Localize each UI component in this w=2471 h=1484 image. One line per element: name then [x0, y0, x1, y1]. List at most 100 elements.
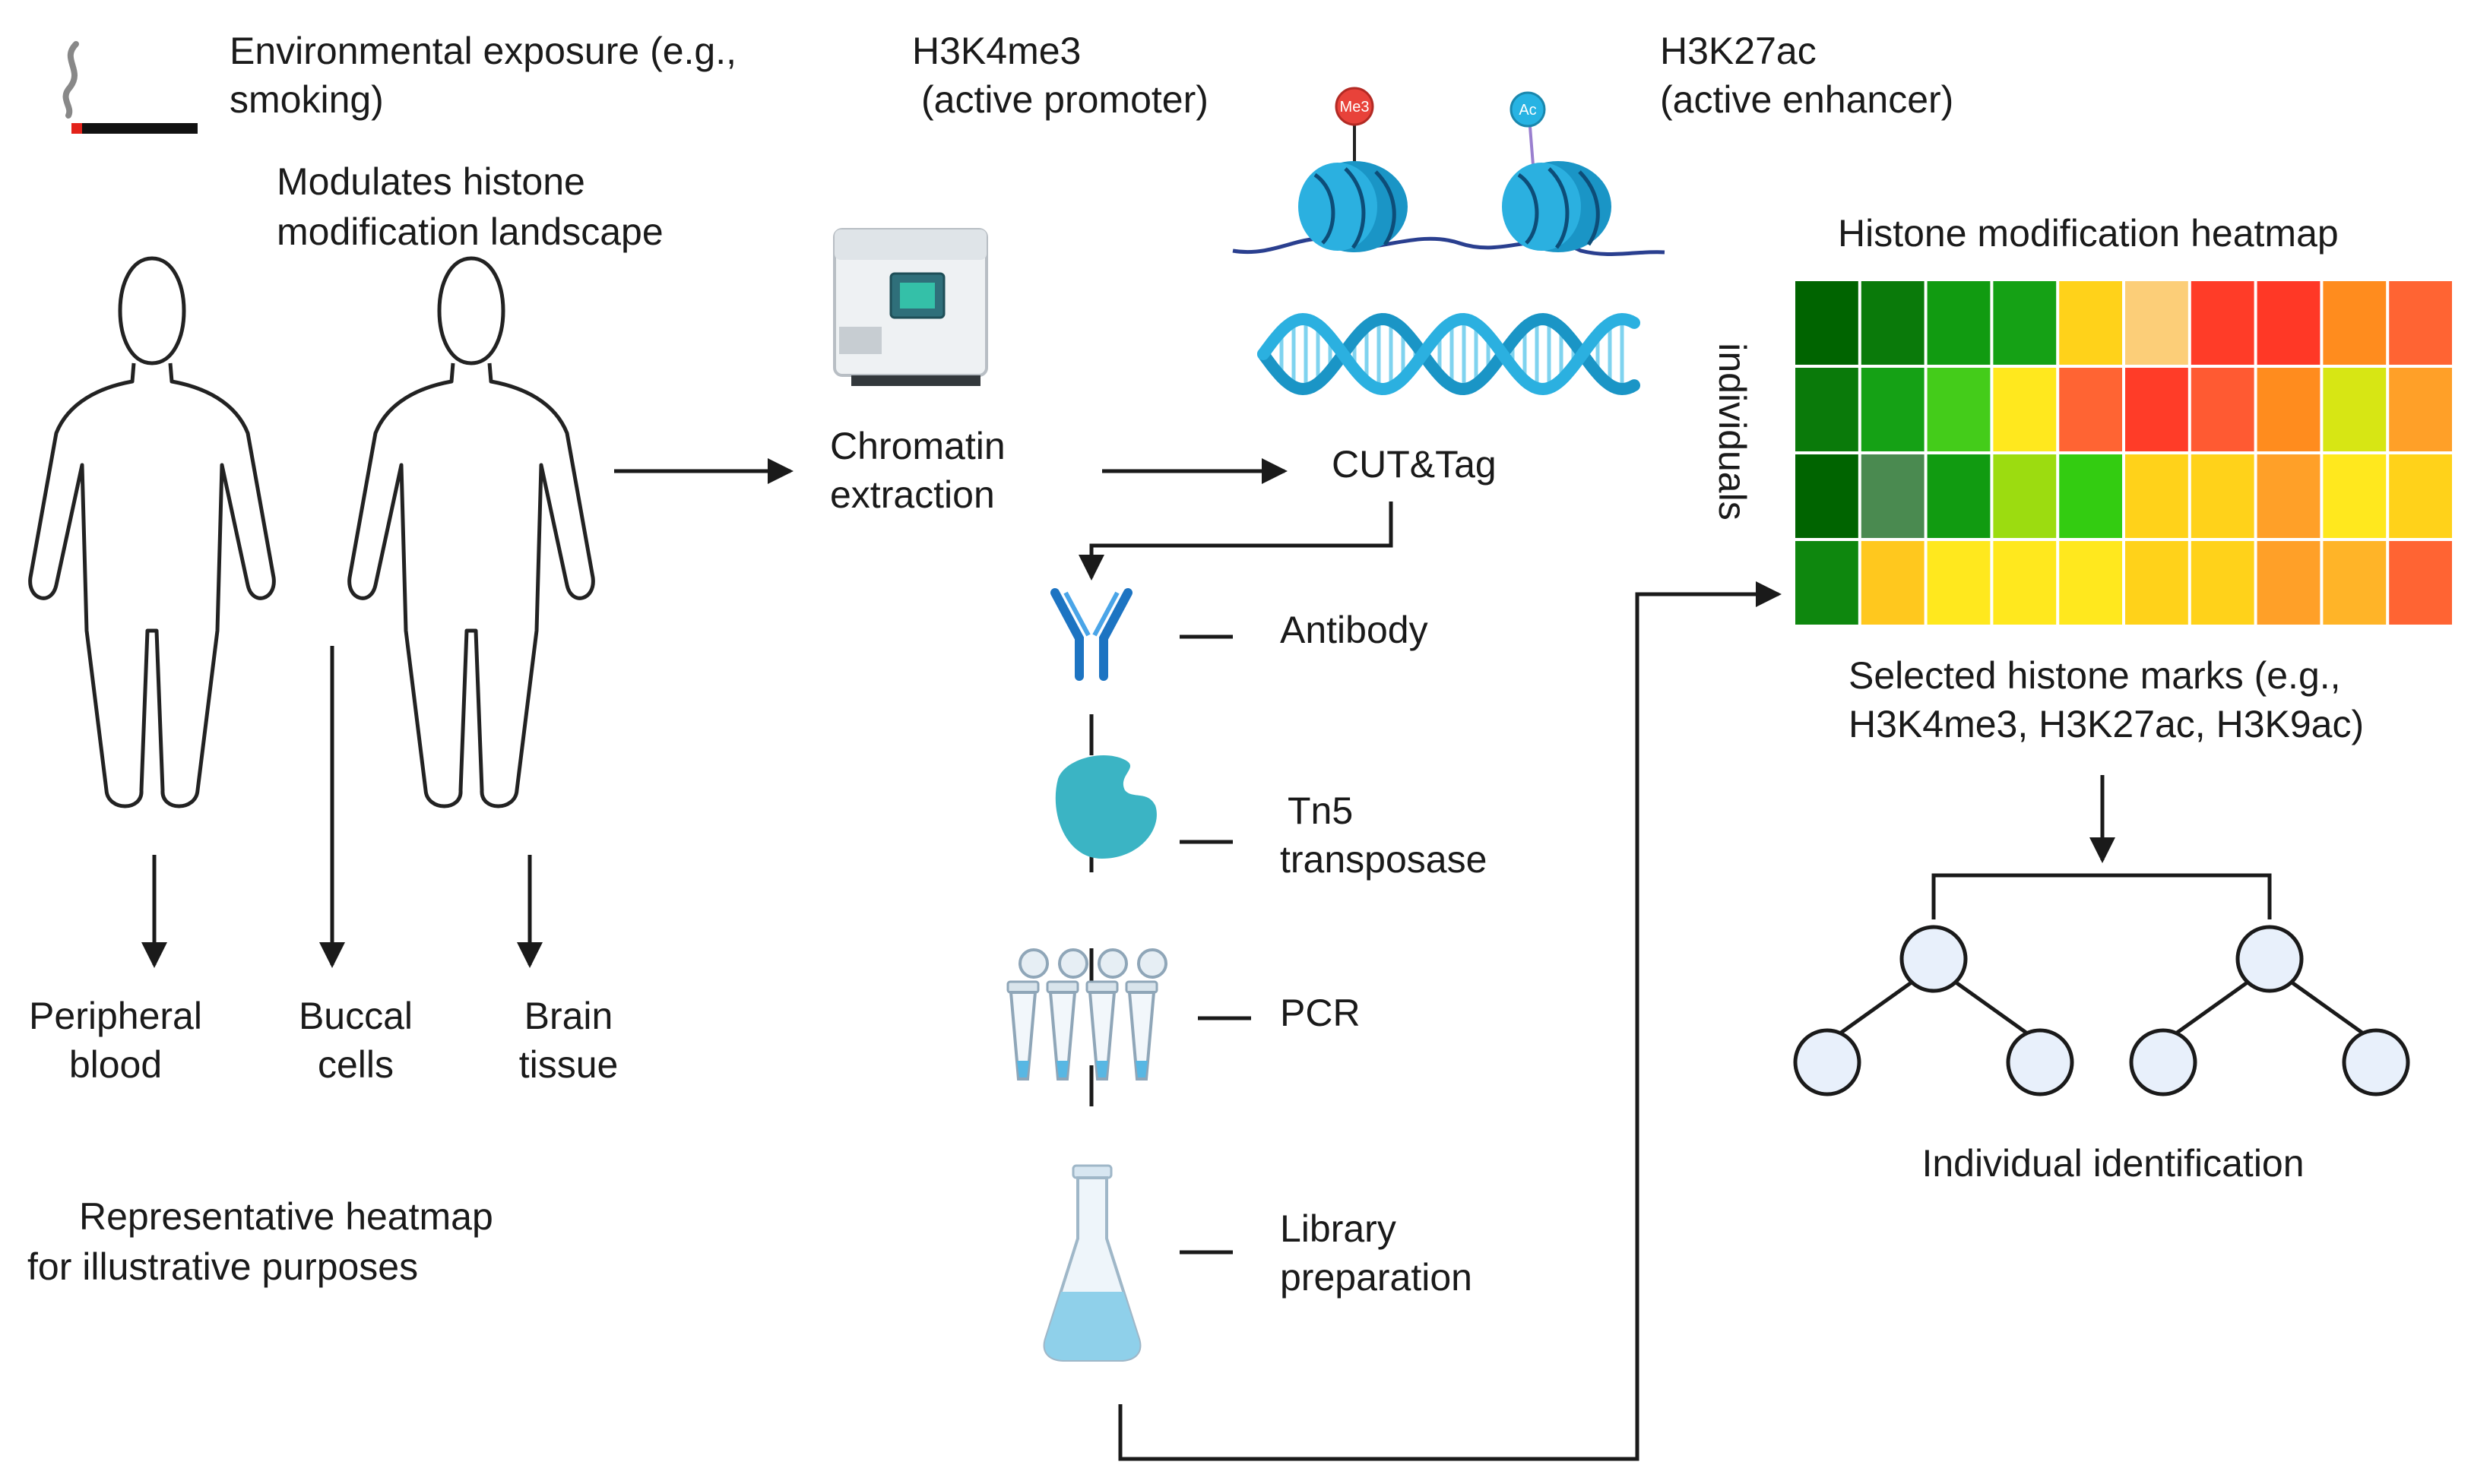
human-figure-right: [347, 256, 595, 808]
pcr-label: PCR: [1280, 992, 1361, 1034]
h3k27ac-label-line2: (active enhancer): [1660, 78, 1953, 121]
nucleosome-right: [1502, 161, 1611, 252]
pcr-tube: [1085, 948, 1128, 1081]
tn5-label-line2: transposase: [1280, 838, 1487, 881]
dna-strand: [1257, 312, 1640, 396]
nucleosome-left: [1298, 161, 1408, 252]
heatmap-cell: [2389, 281, 2452, 365]
heatmap-cell: [1861, 281, 1925, 365]
identification-tree: [1793, 873, 2410, 1096]
heatmap-cell: [2323, 281, 2387, 365]
representative-label-line2: for illustrative purposes: [27, 1245, 418, 1288]
chromatin-label-line2: extraction: [830, 473, 995, 516]
heatmap-cell: [2125, 368, 2188, 451]
heatmap-cell: [1993, 368, 2057, 451]
h3k4me3-label-line1: H3K4me3: [912, 30, 1081, 72]
heatmap-cell: [1795, 281, 1858, 365]
heatmap-cell: [2389, 454, 2452, 538]
modulates-label-line1: Modulates histone: [277, 160, 585, 203]
heatmap-cell: [2059, 368, 2122, 451]
heatmap-cell: [1927, 368, 1991, 451]
library-label-line1: Library: [1280, 1207, 1396, 1250]
me3-marker: [1335, 87, 1374, 126]
heatmap-cell: [2323, 454, 2387, 538]
chromatin-label-line1: Chromatin: [830, 425, 1006, 467]
pcr-tube: [1006, 948, 1049, 1081]
cuttag-label: CUT&Tag: [1332, 443, 1497, 486]
exposure-label-line2: smoking): [230, 78, 384, 121]
heatmap-cell: [1861, 541, 1925, 625]
arrow-cuttag-to-antibody: [1079, 502, 1393, 581]
heatmap-cell: [1927, 281, 1991, 365]
tree-node: [2129, 1028, 2197, 1096]
heatmap-cell: [2323, 541, 2387, 625]
human-figure-left: [28, 256, 276, 808]
nucleosome-illustration: Me3 Ac: [1232, 87, 1665, 257]
peripheral-label-line1: Peripheral: [29, 995, 202, 1037]
buccal-label-line1: Buccal: [299, 995, 413, 1037]
heatmap-cell: [1993, 454, 2057, 538]
heatmap-cell: [1795, 368, 1858, 451]
me3-tag-label: Me3: [1340, 99, 1370, 115]
representative-label-line1: Representative heatmap: [79, 1195, 493, 1238]
heatmap-cell: [1927, 541, 1991, 625]
heatmap-cell: [2125, 541, 2188, 625]
heatmap-cell: [1861, 368, 1925, 451]
heatmap-cell: [2125, 281, 2188, 365]
heatmap-cell: [2389, 541, 2452, 625]
antibody-label: Antibody: [1280, 609, 1428, 651]
ac-marker: [1510, 91, 1546, 128]
brain-label-line2: tissue: [519, 1043, 619, 1086]
heatmap-cell: [2191, 281, 2254, 365]
modulates-label-line2: modification landscape: [277, 210, 664, 253]
heatmap-cell: [1795, 541, 1858, 625]
heatmap-cell: [2257, 281, 2321, 365]
buccal-label-line2: cells: [318, 1043, 394, 1086]
pcr-tube: [1046, 948, 1088, 1081]
cigarette-icon: [62, 41, 198, 134]
tree-node: [1793, 1028, 1861, 1096]
pcr-tubes-icon: [1006, 948, 1167, 1081]
arrow-library-to-heatmap: [1118, 581, 1782, 1461]
selected-marks-label-line2: H3K4me3, H3K27ac, H3K9ac): [1848, 703, 2364, 745]
tree-node: [2342, 1028, 2410, 1096]
pcr-tube: [1125, 948, 1167, 1081]
heatmap-title: Histone modification heatmap: [1838, 212, 2339, 255]
heatmap-cell: [1993, 541, 2057, 625]
h3k4me3-label-line2: (active promoter): [921, 78, 1209, 121]
library-flask-icon: [1043, 1164, 1142, 1362]
selected-marks-label-line1: Selected histone marks (e.g.,: [1848, 654, 2341, 697]
tree-node: [2006, 1028, 2074, 1096]
h3k27ac-label-line1: H3K27ac: [1660, 30, 1817, 72]
chromatin-instrument-icon: [833, 228, 988, 386]
heatmap-cell: [2323, 368, 2387, 451]
ac-tag-label: Ac: [1519, 102, 1536, 119]
exposure-label-line1: Environmental exposure (e.g.,: [230, 30, 737, 72]
heatmap-cell: [2059, 454, 2122, 538]
heatmap-cell: [2257, 368, 2321, 451]
heatmap-cell: [2191, 454, 2254, 538]
heatmap-cell: [2191, 368, 2254, 451]
heatmap-cell: [2257, 454, 2321, 538]
tn5-label-line1: Tn5: [1288, 789, 1353, 832]
brain-label-line1: Brain: [524, 995, 613, 1037]
heatmap-cell: [2059, 541, 2122, 625]
heatmap-cell: [2059, 281, 2122, 365]
dna-helix-icon: [1257, 312, 1640, 396]
dna-strand: [1257, 312, 1640, 396]
tree-node: [2235, 925, 2304, 993]
individuals-axis-label: individuals: [1711, 343, 1753, 520]
heatmap-cell: [1861, 454, 1925, 538]
identification-label: Individual identification: [1921, 1142, 2304, 1185]
tn5-transposase-icon: [1055, 755, 1157, 859]
heatmap-grid: [1795, 281, 2452, 625]
heatmap-cell: [2257, 541, 2321, 625]
antibody-icon: [1050, 588, 1133, 681]
heatmap-cell: [1795, 454, 1858, 538]
heatmap-cell: [2125, 454, 2188, 538]
peripheral-label-line2: blood: [69, 1043, 162, 1086]
tree-node: [1899, 925, 1968, 993]
heatmap-cell: [2191, 541, 2254, 625]
heatmap-cell: [2389, 368, 2452, 451]
